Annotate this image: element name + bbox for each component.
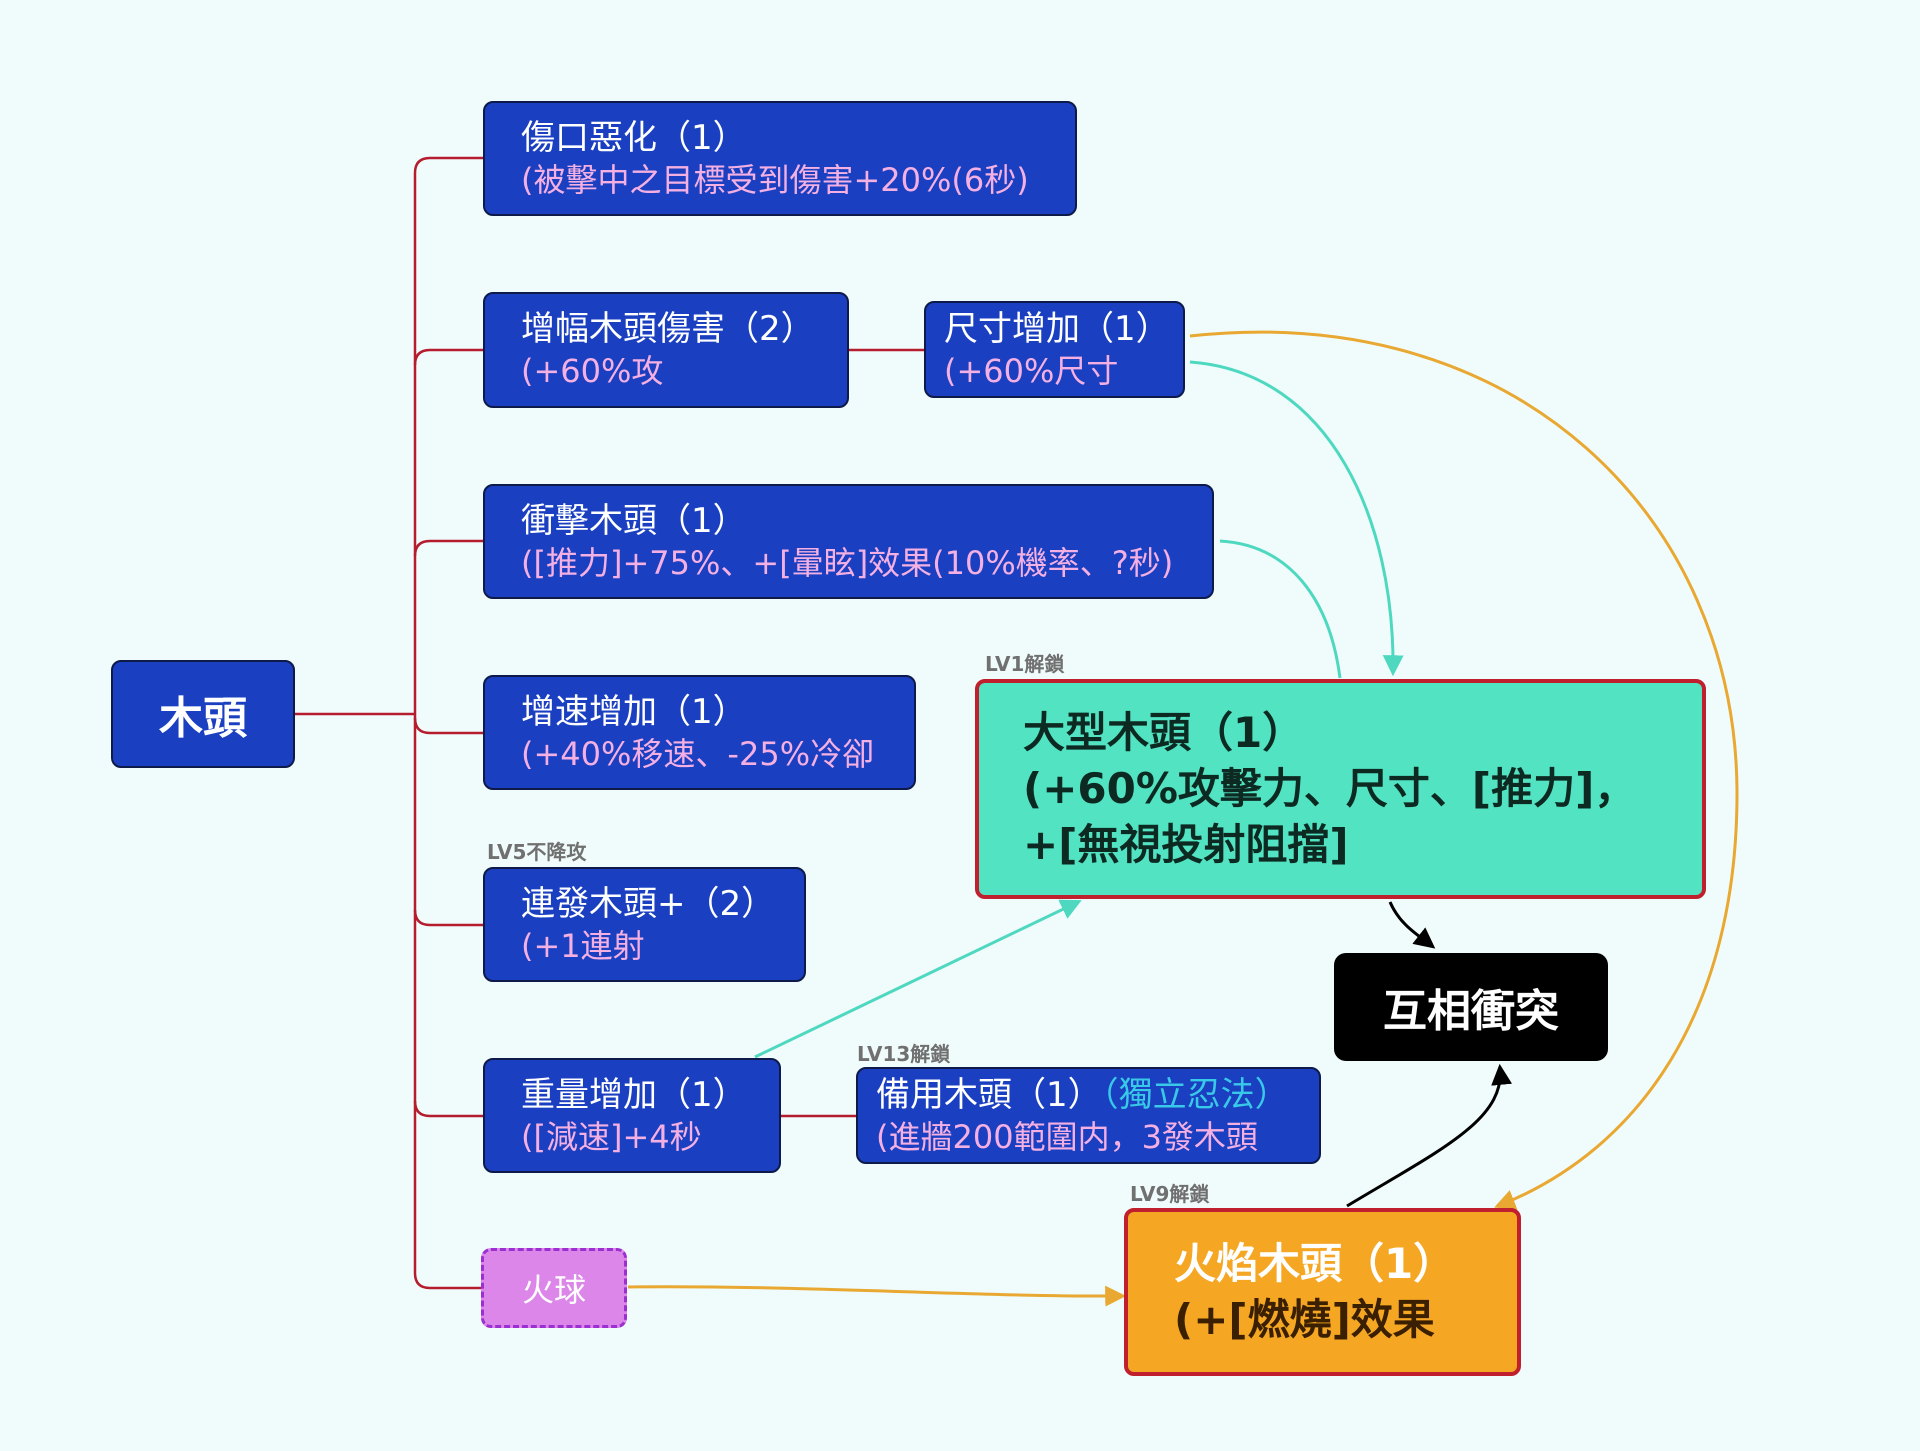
node-large-line3: +[無視投射阻擋] (1023, 820, 1349, 869)
node-fireball-title: 火球 (521, 1271, 586, 1309)
node-backup-desc: (進牆200範圍内，3發木頭 (876, 1117, 1258, 1156)
arrow-fireball-to-flame (627, 1285, 1127, 1307)
arrow-flame-to-conflict (1346, 1063, 1513, 1208)
node-large-title: 大型木頭（1） (1023, 708, 1305, 757)
node-burst-title: 連發木頭+（2） (521, 883, 776, 924)
arrow-weight-to-large (754, 899, 1082, 1059)
node-weight-title: 重量增加（1） (521, 1074, 747, 1115)
node-conflict-title: 互相衝突 (1383, 986, 1559, 1037)
node-impact-desc: ([推力]+75%、+[暈眩]效果(10%機率、?秒) (521, 543, 1174, 582)
node-speed-title: 增速增加（1） (521, 691, 747, 732)
node-burst-desc: (+1連射 (521, 926, 645, 965)
node-flame-title: 火焰木頭（1） (1174, 1239, 1456, 1288)
tree-link-burst (413, 909, 483, 927)
node-conflict[interactable]: 互相衝突 (1334, 953, 1608, 1061)
node-backup[interactable]: 備用木頭（1）（獨立忍法） (進牆200範圍内，3發木頭 (856, 1067, 1321, 1164)
node-impact-title: 衝擊木頭（1） (521, 500, 747, 541)
tag-lv1: LV1解鎖 (985, 652, 1065, 676)
tag-lv9: LV9解鎖 (1130, 1182, 1210, 1206)
tree-link-impact (413, 539, 483, 557)
tag-lv13: LV13解鎖 (857, 1042, 951, 1066)
arrow-impact-to-large (1219, 539, 1342, 679)
node-weight-desc: ([減速]+4秒 (521, 1117, 702, 1156)
node-impact[interactable]: 衝擊木頭（1） ([推力]+75%、+[暈眩]效果(10%機率、?秒) (483, 484, 1214, 599)
node-amp-title: 增幅木頭傷害（2） (521, 309, 815, 349)
arrow-size-to-flame (1189, 330, 1739, 1210)
node-large[interactable]: 大型木頭（1） (+60%攻擊力、尺寸、[推力]， +[無視投射阻擋] (975, 679, 1706, 899)
node-fireball[interactable]: 火球 (481, 1248, 627, 1328)
node-flame[interactable]: 火焰木頭（1） (+[燃燒]效果 (1124, 1208, 1521, 1376)
node-speed[interactable]: 增速增加（1） (+40%移速、-25%冷卻 (483, 675, 916, 790)
root-label: 木頭 (159, 693, 247, 744)
node-size[interactable]: 尺寸增加（1） (+60%尺寸 (924, 301, 1185, 398)
node-size-title: 尺寸增加（1） (944, 308, 1170, 349)
node-wound[interactable]: 傷口惡化（1） (被擊中之目標受到傷害+20%(6秒) (483, 101, 1077, 216)
node-speed-desc: (+40%移速、-25%冷卻 (521, 734, 875, 773)
node-flame-line2: (+[燃燒]效果 (1174, 1295, 1435, 1344)
node-backup-note: （獨立忍法） (1101, 1074, 1289, 1115)
node-large-line2: (+60%攻擊力、尺寸、[推力]， (1023, 764, 1637, 813)
tag-lv5: LV5不降攻 (487, 840, 587, 864)
node-amp[interactable]: 增幅木頭傷害（2） (+60%攻 (483, 292, 849, 408)
node-burst[interactable]: 連發木頭+（2） (+1連射 (483, 867, 806, 982)
root-node[interactable]: 木頭 (111, 660, 295, 768)
node-wound-title: 傷口惡化（1） (521, 117, 747, 158)
tree-trunk (413, 156, 483, 1290)
arrow-large-to-conflict (1388, 901, 1436, 949)
node-amp-desc: (+60%攻 (521, 352, 664, 390)
node-weight[interactable]: 重量增加（1） ([減速]+4秒 (483, 1058, 781, 1173)
arrow-size-to-large (1189, 360, 1404, 677)
node-size-desc: (+60%尺寸 (944, 351, 1119, 390)
tree-link-weight (413, 1100, 483, 1118)
tree-link-speed (413, 717, 483, 735)
tree-link-amp (413, 348, 483, 366)
node-wound-desc: (被擊中之目標受到傷害+20%(6秒) (521, 160, 1029, 199)
node-backup-title: 備用木頭（1） (876, 1074, 1102, 1115)
